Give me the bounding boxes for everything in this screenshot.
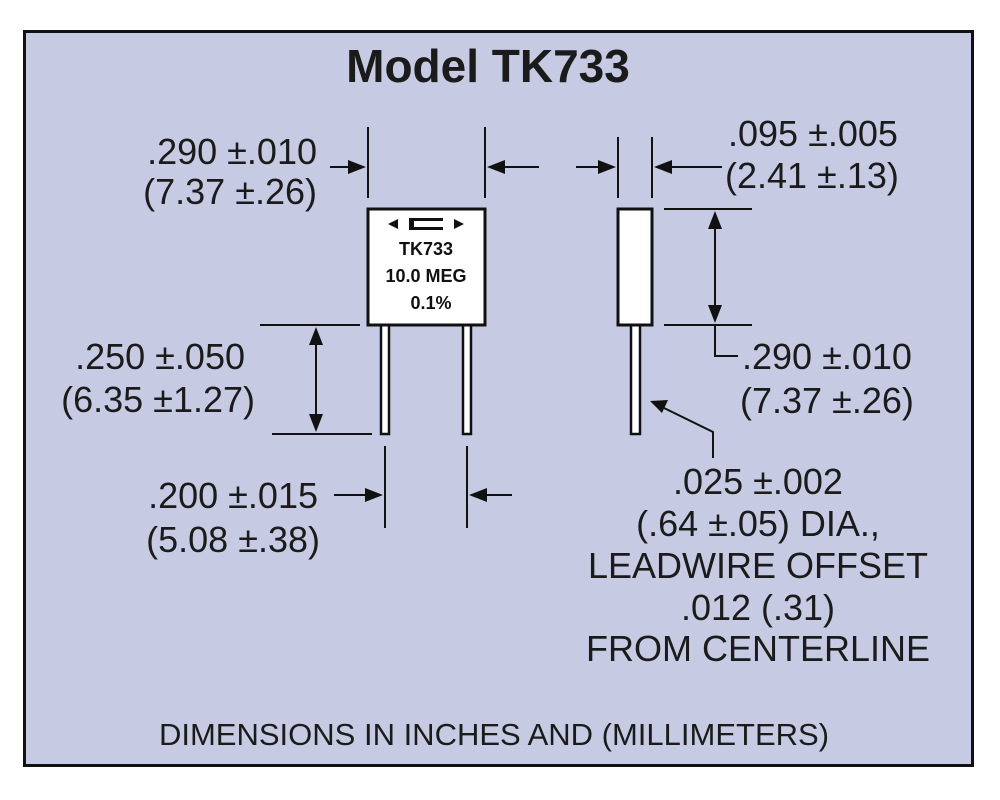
lead-spacing-mm: (5.08 ±.38) <box>146 519 320 560</box>
front-lead-left <box>379 323 391 436</box>
body-thickness-mm: (2.41 ±.13) <box>725 155 899 196</box>
lead-diameter-line-4: .012 (.31) <box>681 587 835 628</box>
lead-diameter-line-2: (.64 ±.05) DIA., <box>636 503 880 544</box>
units-footnote: DIMENSIONS IN INCHES AND (MILLIMETERS) <box>159 717 829 752</box>
side-body <box>616 207 654 327</box>
front-view: TK733 10.0 MEG 0.1% <box>366 207 487 436</box>
drawing-title: Model TK733 <box>346 40 630 92</box>
lead-diameter-line-3: LEADWIRE OFFSET <box>588 545 928 586</box>
lead-diameter-line-1: .025 ±.002 <box>673 461 843 502</box>
marking-part-number: TK733 <box>399 239 453 259</box>
body-height-dimension <box>664 208 752 357</box>
capacitor-logo-icon <box>388 218 464 230</box>
body-thickness-dimension <box>576 137 722 198</box>
lead-length-mm: (6.35 ±1.27) <box>61 379 255 420</box>
lead-length-dimension <box>260 324 372 435</box>
body-height-mm: (7.37 ±.26) <box>740 380 914 421</box>
lead-spacing-dimension <box>334 446 512 528</box>
body-width-dimension <box>330 127 539 198</box>
lead-length-inches: .250 ±.050 <box>75 336 245 377</box>
lead-diameter-line-5: FROM CENTERLINE <box>586 628 930 669</box>
body-width-inches: .290 ±.010 <box>147 131 317 172</box>
marking-tolerance: 0.1% <box>410 293 451 313</box>
marking-resistance: 10.0 MEG <box>385 266 466 286</box>
side-lead <box>629 323 642 436</box>
lead-diameter-leader <box>650 400 714 458</box>
body-thickness-inches: .095 ±.005 <box>728 113 898 154</box>
side-view <box>616 207 654 436</box>
lead-spacing-inches: .200 ±.015 <box>148 475 318 516</box>
diagram-frame <box>23 30 974 767</box>
body-width-mm: (7.37 ±.26) <box>143 171 317 212</box>
body-height-inches: .290 ±.010 <box>742 336 912 377</box>
front-lead-right <box>461 323 473 436</box>
